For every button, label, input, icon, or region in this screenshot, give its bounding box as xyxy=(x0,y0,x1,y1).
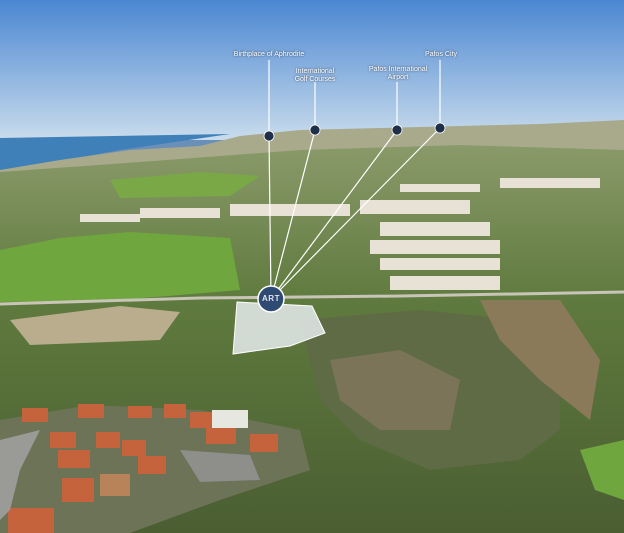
annotation-lines xyxy=(268,60,441,300)
location-marker xyxy=(257,285,285,313)
golf-fields-far xyxy=(110,172,260,198)
golf-fields xyxy=(0,232,240,302)
label-pafos-international-airport: Pafos International Airport xyxy=(368,66,428,81)
label-international-golf-courses: International Golf Courses xyxy=(294,68,336,83)
plot-outline xyxy=(232,301,326,355)
parking-area xyxy=(180,450,260,482)
rocky-slope xyxy=(330,350,460,430)
marker-text: ART xyxy=(262,294,280,303)
village-road xyxy=(0,430,40,520)
green-patch xyxy=(580,440,624,500)
lower-village-roofs xyxy=(8,404,278,533)
annotation-dots xyxy=(263,122,446,142)
sky xyxy=(0,0,624,140)
ravine xyxy=(480,300,600,420)
label-pafos-city: Pafos City xyxy=(425,51,457,58)
bare-ground xyxy=(10,306,180,345)
label-birthplace-of-aphrodite: Birthplace of Aphrodite xyxy=(233,51,305,58)
road xyxy=(0,290,624,306)
village-houses xyxy=(80,178,600,290)
